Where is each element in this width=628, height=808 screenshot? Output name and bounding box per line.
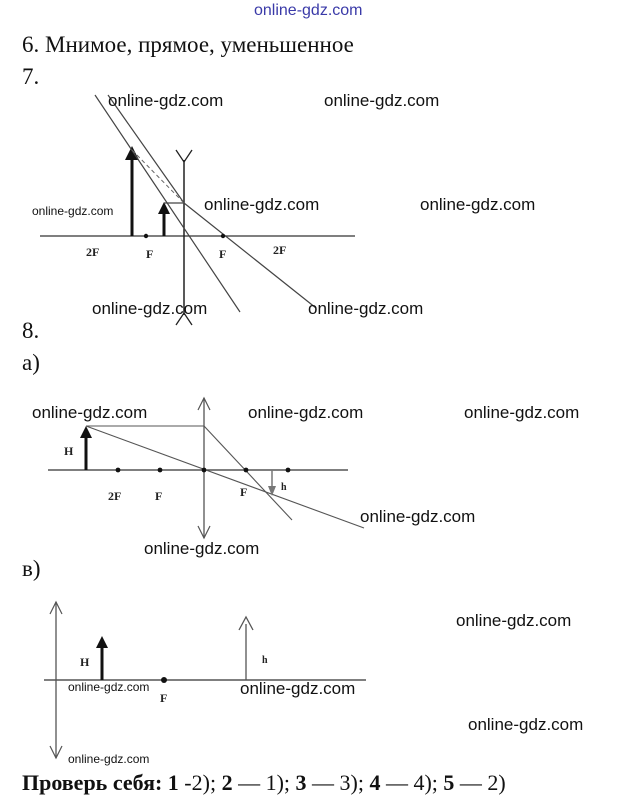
fig8a-ray-through-center (85, 425, 365, 529)
fig8a-ray-refracted (203, 425, 293, 521)
fig7-label-2f-right: 2F (273, 243, 286, 257)
watermark: online-gdz.com (144, 539, 260, 558)
fig8v-lens-top-cap (49, 600, 63, 615)
watermark: online-gdz.com (248, 403, 364, 422)
answer-8-number: 8. (22, 318, 40, 343)
watermark: online-gdz.com (204, 195, 320, 214)
fig8v-object-arrowhead (96, 636, 108, 648)
watermark: online-gdz.com (420, 195, 536, 214)
fig7-focus-right (220, 233, 226, 239)
watermark: online-gdz.com (108, 91, 224, 110)
self-check-answer-1: -2); (178, 770, 222, 795)
fig7-label-f-left: F (146, 247, 153, 261)
watermark: online-gdz.com (464, 403, 580, 422)
fig8v-focus-dot (161, 677, 167, 683)
watermark: online-gdz.com (32, 204, 114, 218)
fig8a-image-arrowhead (268, 486, 276, 496)
fig7-lens-top-cap (175, 149, 193, 164)
fig7-label-f-right: F (219, 247, 226, 261)
self-check-answer-2: — 1); (232, 770, 296, 795)
header-watermark: online-gdz.com (254, 2, 363, 19)
fig8v-label-H: H (80, 655, 90, 669)
self-check-line: Проверь себя: 1 -2); 2 — 1); 3 — 3); 4 —… (22, 770, 506, 796)
fig8v-label-h: h (262, 655, 268, 666)
fig8v-image-arrowhead (238, 615, 254, 631)
fig8a-object-arrowhead (80, 426, 92, 438)
self-check-num-4: 4 (369, 770, 381, 795)
fig8a-dot-2f-left (115, 467, 121, 473)
watermark: online-gdz.com (468, 715, 584, 734)
fig8a-label-f: F (155, 489, 162, 503)
watermark: online-gdz.com (360, 507, 476, 526)
fig7-refracted-ray (183, 202, 317, 309)
fig7-ray-parallel (107, 94, 185, 204)
fig7-focus-left (143, 233, 149, 239)
fig8a-label-h: h (281, 482, 287, 493)
self-check-label: Проверь себя: (22, 770, 163, 795)
fig7-lens-bottom-cap (175, 311, 193, 326)
watermark: online-gdz.com (456, 611, 572, 630)
fig8a-label-2f: 2F (108, 489, 121, 503)
self-check-num-2: 2 (221, 770, 233, 795)
watermark: online-gdz.com (324, 91, 440, 110)
fig8v-label-F: F (160, 691, 167, 705)
part-a-label: а) (22, 350, 40, 375)
fig7-label-2f-left: 2F (86, 245, 99, 259)
fig8a-label-f-right: F (240, 485, 247, 499)
self-check-answer-3: — 3); (306, 770, 370, 795)
watermark: online-gdz.com (308, 299, 424, 318)
fig8a-label-H: H (64, 444, 74, 458)
fig7-image-arrowhead (158, 202, 170, 214)
fig7-dashed-ray (131, 149, 185, 204)
watermark: online-gdz.com (68, 752, 150, 766)
fig8a-lens-bottom-cap (197, 525, 211, 540)
part-v-label: в) (22, 556, 41, 581)
fig8v-lens-bottom-cap (49, 745, 63, 760)
self-check-num-3: 3 (295, 770, 307, 795)
fig8a-dot-2f-right (285, 467, 291, 473)
answer-6: 6. Мнимое, прямое, уменьшенное (22, 32, 354, 57)
watermark: online-gdz.com (68, 680, 150, 694)
fig8a-dot-f-left (157, 467, 163, 473)
self-check-answer-5: — 2) (454, 770, 506, 795)
watermark: online-gdz.com (32, 403, 148, 422)
self-check-num-5: 5 (443, 770, 455, 795)
answer-7-number: 7. (22, 64, 40, 89)
fig8a-lens-top-cap (197, 396, 211, 411)
self-check-answer-4: — 4); (380, 770, 444, 795)
watermark: online-gdz.com (92, 299, 208, 318)
self-check-num-1: 1 (167, 770, 179, 795)
watermark: online-gdz.com (240, 679, 356, 698)
fig8a-dot-f-right (243, 467, 249, 473)
fig8a-dot-center (201, 467, 207, 473)
